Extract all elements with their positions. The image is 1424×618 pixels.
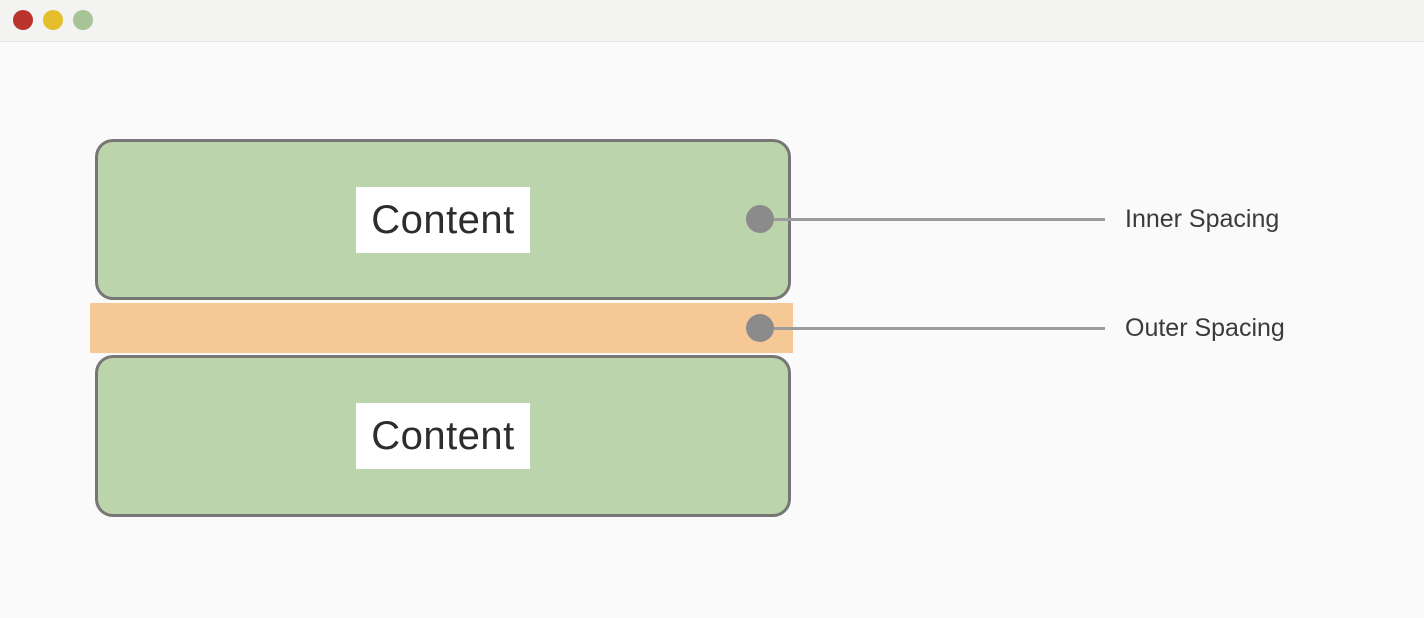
window-maximize-button[interactable] (73, 10, 93, 30)
content-box-top-label: Content (356, 186, 530, 253)
diagram-canvas: Content Content Inner Spacing Outer Spac… (0, 43, 1424, 618)
outer-spacing-callout: Outer Spacing (746, 314, 1285, 342)
content-box-bottom: Content (95, 355, 791, 517)
window-controls (13, 10, 93, 30)
window-close-button[interactable] (13, 10, 33, 30)
inner-spacing-connector-line (774, 217, 1105, 221)
content-box-top: Content (95, 139, 791, 300)
outer-spacing-band (90, 303, 793, 353)
outer-spacing-connector-line (774, 326, 1105, 330)
window-titlebar (0, 0, 1424, 42)
window-minimize-button[interactable] (43, 10, 63, 30)
outer-spacing-label: Outer Spacing (1125, 313, 1285, 342)
content-box-bottom-label: Content (356, 403, 530, 469)
outer-spacing-dot-icon (746, 314, 774, 342)
inner-spacing-dot-icon (746, 205, 774, 233)
inner-spacing-callout: Inner Spacing (746, 205, 1279, 233)
inner-spacing-label: Inner Spacing (1125, 204, 1280, 233)
